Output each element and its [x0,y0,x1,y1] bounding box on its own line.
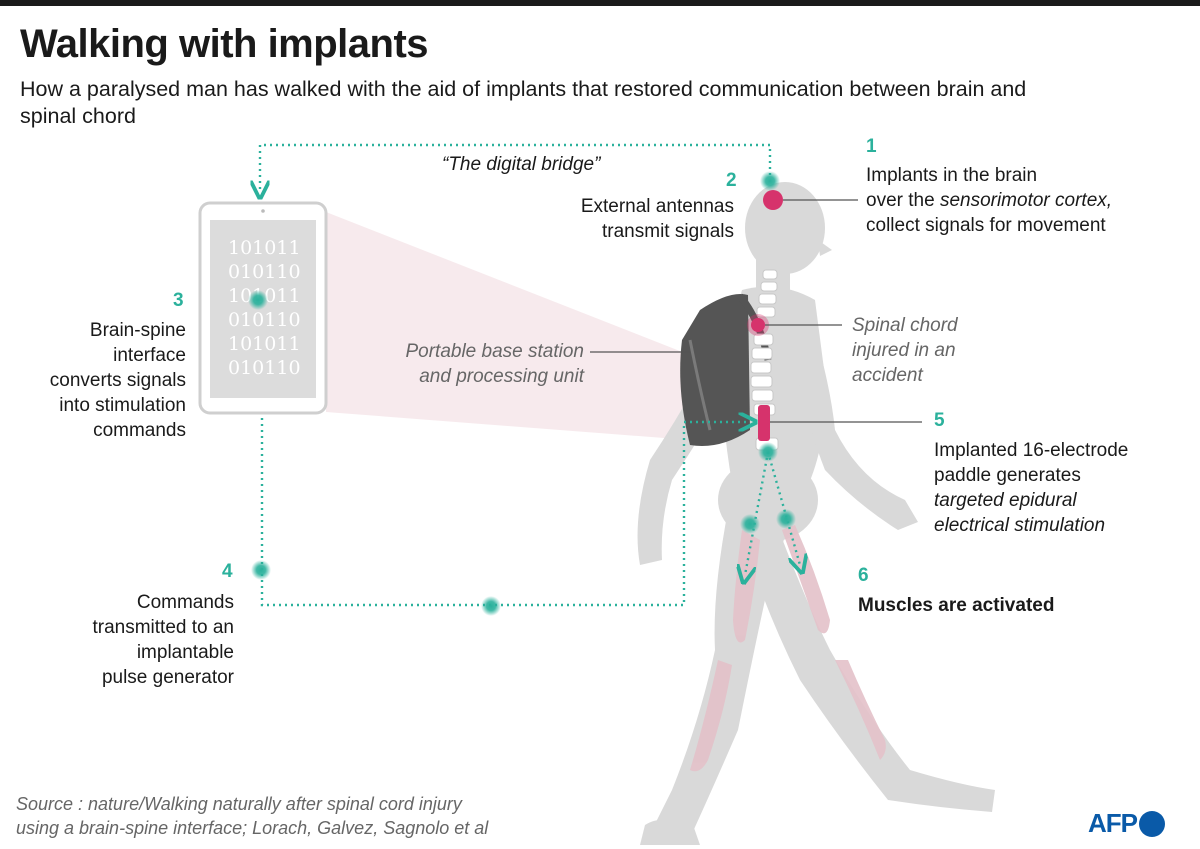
binary-row: 101011 [228,237,301,259]
page-title: Walking with implants [20,22,429,66]
logo-dot-icon [1139,810,1165,837]
step-3-description: Brain-spine interface converts signals i… [49,320,186,441]
binary-row: 101011 [228,333,301,355]
step-4-description: Commands transmitted to an implantable p… [92,592,234,688]
digital-bridge-label: “The digital bridge” [442,154,601,175]
step-1-number: 1 [866,136,877,157]
signal-nodes [248,171,796,616]
spinal-injury-glow [747,314,769,336]
step-5-description: Implanted 16-electrode paddle generates … [934,440,1129,536]
step-4-number: 4 [222,561,233,582]
step-2-description: External antennas transmit signals [580,196,734,242]
step-6-description: Muscles are activated [858,595,1055,616]
tablet-device [198,201,328,415]
projection-beam [326,212,690,440]
base-station-label: Portable base station and processing uni… [405,341,584,387]
binary-row: 010110 [228,357,301,379]
step-2-number: 2 [726,170,737,191]
binary-row: 010110 [228,309,301,331]
afp-logo: AFP [1088,808,1165,839]
brain-implant-marker [763,190,783,210]
page-subtitle: How a paralysed man has walked with the … [20,77,1027,128]
digital-bridge-path [260,143,800,607]
electrode-paddle [758,405,770,441]
leader-lines [590,199,922,423]
binary-row: 010110 [228,261,301,283]
spinal-injury-marker [751,318,765,332]
muscle-overlay [690,525,886,772]
step-5-number: 5 [934,410,945,431]
source-credit: Source : nature/Walking naturally after … [16,794,489,838]
top-bar [0,0,1200,6]
step-1-description: Implants in the brain over the sensorimo… [866,165,1113,236]
step-3-number: 3 [173,290,184,311]
step-6-number: 6 [858,565,869,586]
spinal-injury-label: Spinal chord injured in an accident [852,315,958,386]
